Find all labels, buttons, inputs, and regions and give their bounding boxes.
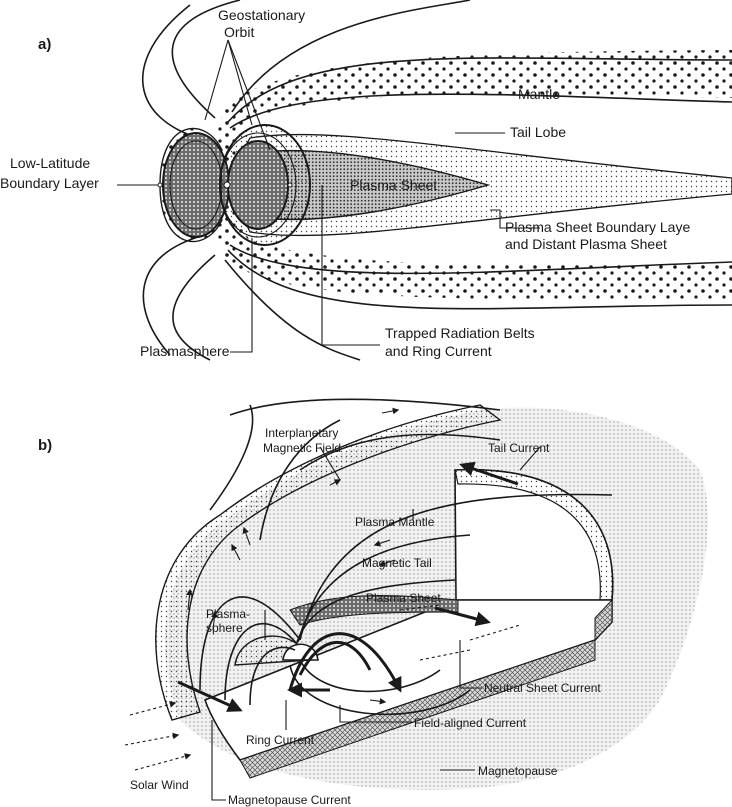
plasmasphere-label-b-2: sphere bbox=[206, 621, 243, 635]
solar-wind-label: Solar Wind bbox=[130, 778, 189, 792]
imf-label-2: Magnetic Field bbox=[263, 441, 341, 455]
trapped-radiation-label-2: and Ring Current bbox=[385, 343, 492, 359]
neutral-sheet-current-label: Neutral Sheet Current bbox=[484, 681, 601, 695]
magnetopause-label: Magnetopause bbox=[478, 764, 558, 778]
plasmasphere-label-a: Plasmasphere bbox=[140, 343, 230, 359]
plasma-sheet-label-a: Plasma Sheet bbox=[350, 177, 437, 193]
panel-a-label: a) bbox=[38, 36, 51, 53]
field-aligned-current-label: Field-aligned Current bbox=[414, 716, 527, 730]
plasmasphere-label-b-1: Plasma- bbox=[206, 607, 250, 621]
magnetic-tail-label: Magnetic Tail bbox=[362, 556, 432, 570]
plasma-mantle-label: Plasma Mantle bbox=[355, 515, 435, 529]
psbl-label-1: Plasma Sheet Boundary Laye bbox=[505, 219, 690, 235]
imf-label-1: Interplanetary bbox=[265, 426, 338, 440]
ring-current-label: Ring Current bbox=[246, 733, 315, 747]
magnetopause-current-label: Magnetopause Current bbox=[228, 793, 351, 807]
trapped-radiation-label-1: Trapped Radiation Belts bbox=[385, 325, 535, 341]
llbl-label-1: Low-Latitude bbox=[10, 155, 90, 171]
tail-current-label: Tail Current bbox=[488, 441, 550, 455]
mantle-label: Mantle bbox=[518, 86, 560, 102]
earth-marker-a bbox=[224, 182, 230, 188]
geostationary-orbit-label-1: Geostationary bbox=[218, 7, 305, 23]
llbl-label-2: Boundary Layer bbox=[0, 175, 99, 191]
plasmasphere-right-lobe bbox=[228, 141, 288, 229]
psbl-label-2: and Distant Plasma Sheet bbox=[505, 236, 667, 252]
panel-b: b) bbox=[38, 399, 708, 807]
tail-lobe-label: Tail Lobe bbox=[510, 124, 566, 140]
panel-a: a) bbox=[0, 0, 732, 360]
geostationary-orbit-label-2: Orbit bbox=[224, 24, 254, 40]
plasma-sheet-label-b: Plasma Sheet bbox=[366, 591, 441, 605]
panel-b-label: b) bbox=[38, 437, 52, 454]
